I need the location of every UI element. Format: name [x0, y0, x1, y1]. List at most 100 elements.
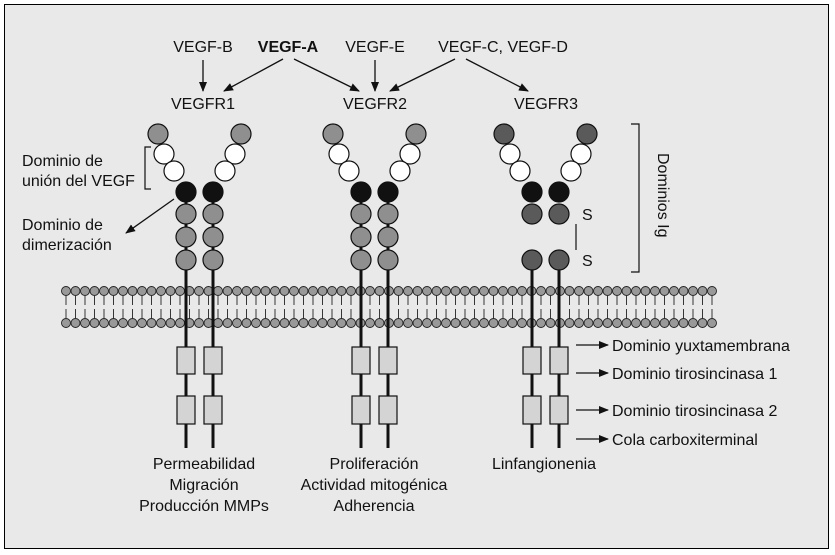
kinase-domain-1 — [549, 346, 569, 375]
lipid-head — [669, 318, 679, 328]
receptor-vegfr1 — [147, 123, 252, 448]
lipid-head — [460, 318, 470, 328]
lipid-head — [479, 318, 489, 328]
lipid-head — [640, 286, 651, 296]
lipid-head — [374, 286, 385, 296]
ig-domain-dimerization — [175, 181, 197, 203]
kinase-domain-2 — [378, 395, 398, 425]
lipid-head — [488, 286, 499, 296]
lipid-head — [450, 286, 461, 296]
lipid-head — [640, 318, 651, 328]
ig-domain-outer — [147, 123, 169, 145]
diagram-frame — [4, 4, 829, 549]
lipid-head — [279, 286, 290, 296]
lipid-head — [317, 286, 328, 296]
ig-domain-proximal — [350, 226, 372, 248]
lipid-head — [431, 286, 442, 296]
dimerization-label-line2: dimerización — [22, 237, 112, 254]
ligand-vegf-a: VEGF-A — [258, 39, 319, 56]
ig-domain-binding — [399, 143, 421, 165]
lipid-head — [146, 318, 157, 328]
lipid-head — [327, 318, 337, 328]
lipid-head — [697, 318, 708, 328]
r1-function-2: Migración — [169, 477, 238, 494]
ig-domain-binding — [153, 143, 175, 165]
ig-domain-outer — [322, 123, 344, 145]
lipid-head — [412, 318, 423, 328]
lipid-head — [61, 318, 71, 328]
lipid-head — [336, 286, 347, 296]
lipid-head — [365, 286, 375, 296]
lipid-head — [194, 286, 204, 296]
lipid-head — [222, 286, 233, 296]
r1-function-3: Producción MMPs — [139, 498, 269, 515]
lipid-head — [498, 318, 508, 328]
lipid-head — [498, 286, 508, 296]
lipid-head — [260, 318, 271, 328]
lipid-head — [460, 286, 470, 296]
lipid-head — [308, 318, 318, 328]
lipid-head — [194, 318, 204, 328]
lipid-head — [241, 286, 252, 296]
kinase-domain-1 — [522, 346, 542, 375]
lipid-head — [659, 318, 670, 328]
right-annotation-arrows — [576, 341, 609, 443]
binding-domain-label-line2: unión del VEGF — [22, 173, 135, 190]
ig-domain-proximal — [548, 249, 570, 271]
lipid-head — [631, 286, 641, 296]
dimerization-arrow — [125, 198, 175, 234]
ig-domain-binding — [338, 160, 360, 182]
lipid-head — [441, 286, 451, 296]
ligand-arrows — [199, 58, 529, 92]
ig-domains-label: Dominios Ig — [654, 153, 671, 237]
lipid-head — [621, 318, 632, 328]
lipid-head — [156, 318, 166, 328]
kinase-domain-1 — [203, 346, 223, 375]
lipid-head — [213, 318, 223, 328]
lipid-head — [564, 318, 575, 328]
lipid-head — [137, 286, 147, 296]
ig-domain-dimerization — [521, 181, 543, 203]
lipid-head — [327, 286, 337, 296]
lipid-head — [545, 318, 556, 328]
lipid-head — [678, 318, 689, 328]
lipid-head — [289, 318, 299, 328]
lipid-head — [374, 318, 385, 328]
lipid-head — [403, 286, 413, 296]
lipid-head — [441, 318, 451, 328]
lipid-head — [232, 318, 242, 328]
kinase-domain-1 — [176, 346, 196, 375]
lipid-head — [308, 286, 318, 296]
dimerization-label-line1: Dominio de — [22, 217, 103, 234]
ig-domain-proximal — [377, 226, 399, 248]
lipid-head — [260, 286, 271, 296]
r2-function-3: Adherencia — [334, 498, 415, 515]
lipid-head — [70, 286, 81, 296]
lipid-head — [507, 286, 518, 296]
lipid-head — [80, 286, 90, 296]
ig-domain-proximal — [175, 203, 197, 225]
r1-function-1: Permeabilidad — [153, 456, 255, 473]
kinase-domain-2 — [203, 395, 223, 425]
ig-domain-binding — [389, 160, 411, 182]
lipid-head — [583, 318, 594, 328]
lipid-head — [422, 286, 432, 296]
lipid-head — [89, 318, 100, 328]
lipid-head — [127, 286, 138, 296]
ig-domain-outer — [405, 123, 427, 145]
lipid-head — [393, 318, 404, 328]
ig-domain-proximal — [202, 203, 224, 225]
lipid-head — [431, 318, 442, 328]
lipid-head — [536, 318, 546, 328]
lipid-head — [137, 318, 147, 328]
binding-domain-label-line1: Dominio de — [22, 153, 103, 170]
lipid-head — [298, 286, 309, 296]
ig-domain-proximal — [521, 203, 543, 225]
lipid-head — [536, 286, 546, 296]
lipid-head — [612, 318, 622, 328]
lipid-head — [317, 318, 328, 328]
kinase-domain-1 — [378, 346, 398, 375]
lipid-head — [707, 318, 717, 328]
lipid-head — [165, 318, 176, 328]
lipid-head — [346, 318, 356, 328]
